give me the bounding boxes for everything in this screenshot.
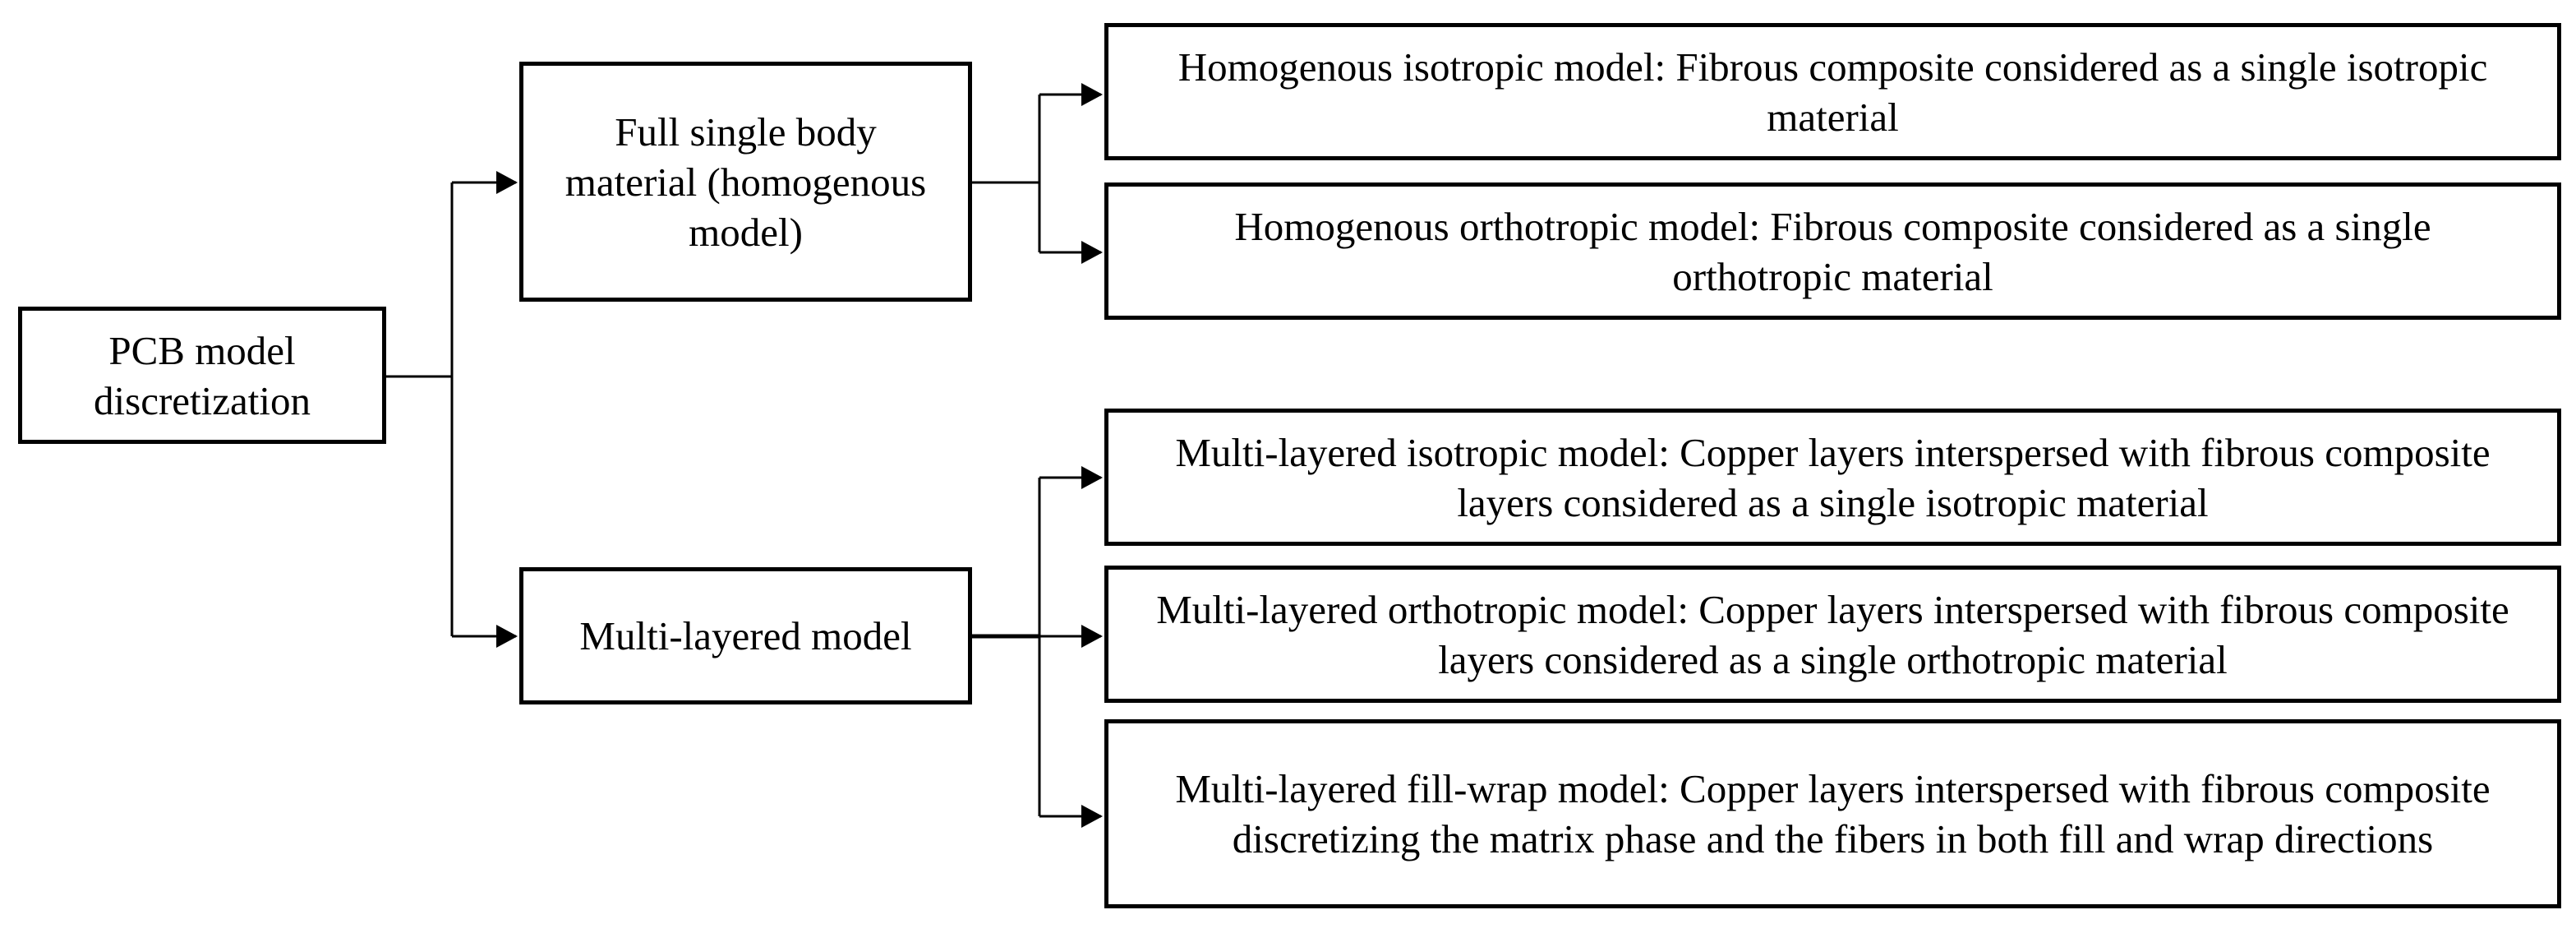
leaf-node-label: Homogenous isotropic model: Fibrous comp…: [1177, 44, 2488, 140]
leaf-node-label: Homogenous orthotropic model: Fibrous co…: [1234, 203, 2431, 299]
leaf-node-multilayered-isotropic: Multi-layered isotropic model: Copper la…: [1104, 409, 2561, 546]
arrowhead-homogenous-orthotropic: [1081, 241, 1103, 264]
arrowhead-multilayer-orthotropic: [1081, 625, 1103, 648]
root-node-pcb-discretization: PCB model discretization: [18, 307, 386, 444]
branch-node-label: Full single body material (homogenous mo…: [565, 109, 927, 255]
leaf-node-label: Multi-layered orthotropic model: Copper …: [1156, 586, 2509, 682]
leaf-node-label: Multi-layered fill-wrap model: Copper la…: [1175, 766, 2491, 861]
leaf-node-label: Multi-layered isotropic model: Copper la…: [1175, 429, 2491, 525]
arrowhead-homogenous-isotropic: [1081, 83, 1103, 106]
arrowhead-multilayer-fillwrap: [1081, 805, 1103, 828]
leaf-node-homogenous-orthotropic: Homogenous orthotropic model: Fibrous co…: [1104, 182, 2561, 320]
arrowhead-homogenous-branch: [496, 171, 518, 194]
branch-node-multilayered-model: Multi-layered model: [519, 567, 972, 704]
branch-node-homogenous-model: Full single body material (homogenous mo…: [519, 62, 972, 302]
arrowhead-multilayer-branch: [496, 625, 518, 648]
root-node-label: PCB model discretization: [94, 327, 311, 423]
arrowhead-multilayer-isotropic: [1081, 466, 1103, 489]
leaf-node-multilayered-fill-wrap: Multi-layered fill-wrap model: Copper la…: [1104, 719, 2561, 908]
leaf-node-multilayered-orthotropic: Multi-layered orthotropic model: Copper …: [1104, 566, 2561, 703]
leaf-node-homogenous-isotropic: Homogenous isotropic model: Fibrous comp…: [1104, 23, 2561, 160]
branch-node-label: Multi-layered model: [579, 613, 912, 658]
